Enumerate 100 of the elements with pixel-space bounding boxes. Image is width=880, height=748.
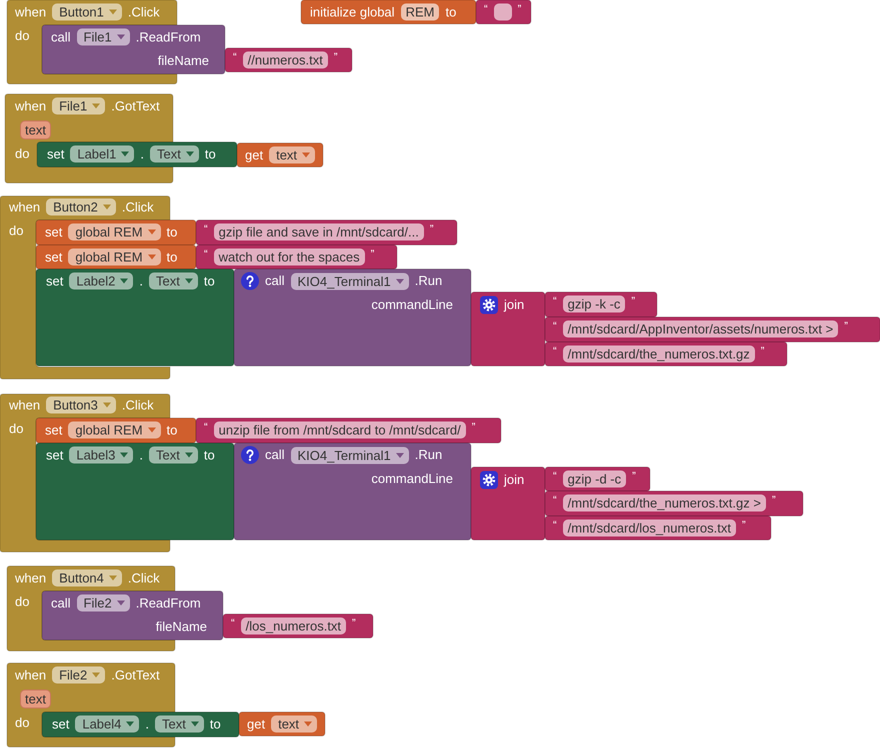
quote-mark: ” xyxy=(844,322,848,332)
quote-mark: ” xyxy=(472,422,476,434)
text-string-block xyxy=(223,614,373,638)
dot-label: . xyxy=(140,146,144,162)
text-string-block xyxy=(196,418,501,443)
keyword-label: when xyxy=(15,570,46,586)
variable-setter-block xyxy=(36,220,196,245)
text-field: /mnt/sdcard/the_numeros.txt.gz > xyxy=(562,494,766,512)
method-name-label: .Click xyxy=(128,4,160,20)
variable-init-block xyxy=(301,0,476,24)
keyword-label: do xyxy=(15,146,30,162)
keyword-label: to xyxy=(204,273,215,289)
keyword-label: join xyxy=(504,472,524,488)
keyword-label: to xyxy=(210,716,221,732)
text-field: unzip file from /mnt/sdcard to /mnt/sdcard/ xyxy=(214,422,466,438)
component-dropdown: Label1 xyxy=(70,146,134,162)
quote-mark: “ xyxy=(553,322,557,332)
keyword-label: set xyxy=(45,422,62,438)
variable-getter-block xyxy=(239,712,325,736)
keyword-label: do xyxy=(9,223,24,239)
keyword-label: get xyxy=(247,716,266,732)
text-string-block xyxy=(196,220,457,245)
text-field: gzip -d -c xyxy=(562,470,626,488)
quote-mark: “ xyxy=(233,52,237,64)
keyword-label: call xyxy=(265,447,285,463)
variable-getter-block xyxy=(237,143,323,167)
variable-dropdown: global REM xyxy=(68,224,161,240)
text-join-block xyxy=(471,467,545,540)
text-string-block xyxy=(545,467,650,491)
quote-mark: ” xyxy=(518,4,522,16)
parameter-label: fileName xyxy=(156,619,207,635)
property-dropdown: Text xyxy=(155,716,204,732)
text-field: /mnt/sdcard/los_numeros.txt xyxy=(562,520,736,536)
quote-mark: ” xyxy=(760,346,764,358)
method-name-label: .Run xyxy=(414,447,442,463)
quote-mark: “ xyxy=(553,520,557,532)
keyword-label: call xyxy=(265,273,285,289)
quote-mark: ” xyxy=(742,520,746,532)
quote-mark: “ xyxy=(553,346,557,358)
keyword-label: call xyxy=(51,595,71,611)
variable-dropdown: text xyxy=(269,146,316,164)
parameter-label: commandLine xyxy=(371,297,453,313)
keyword-label: call xyxy=(51,29,71,45)
component-dropdown: KIO4_Terminal1 xyxy=(290,446,409,464)
method-name-label: .GotText xyxy=(111,98,160,114)
variable-dropdown: global REM xyxy=(68,248,161,266)
property-setter-block xyxy=(36,443,234,540)
keyword-label: do xyxy=(9,421,24,437)
keyword-label: set xyxy=(47,146,64,162)
quote-mark: “ xyxy=(231,618,235,630)
keyword-label: when xyxy=(15,667,46,683)
keyword-label: to xyxy=(166,249,178,265)
keyword-label: to xyxy=(166,224,178,240)
quote-mark: ” xyxy=(772,496,776,506)
quote-mark: “ xyxy=(204,224,208,236)
variable-setter-block xyxy=(36,418,196,443)
quote-mark: ” xyxy=(370,250,374,260)
component-dropdown: File1 xyxy=(76,28,130,46)
text-string-block xyxy=(545,292,657,317)
keyword-label: when xyxy=(9,199,40,215)
quote-mark: ” xyxy=(352,618,356,630)
method-name-label: .ReadFrom xyxy=(136,595,201,611)
keyword-label: do xyxy=(15,28,30,44)
quote-mark: ” xyxy=(334,52,338,64)
text-field: /mnt/sdcard/AppInventor/assets/numeros.txt > xyxy=(562,320,838,338)
quote-mark: “ xyxy=(204,250,208,260)
quote-mark: “ xyxy=(553,472,557,482)
variable-setter-block xyxy=(36,245,196,269)
quote-mark: “ xyxy=(204,422,208,434)
text-string-block xyxy=(196,245,397,269)
method-name-label: .GotText xyxy=(111,667,160,683)
quote-mark: ” xyxy=(430,224,434,236)
keyword-label: set xyxy=(46,447,64,463)
dot-label: . xyxy=(139,447,144,463)
text-string-block xyxy=(225,48,352,72)
keyword-label: to xyxy=(204,146,216,162)
event-parameter-tag: text xyxy=(20,690,51,708)
text-field: //numeros.txt xyxy=(242,52,328,68)
text-field: /los_numeros.txt xyxy=(240,618,346,634)
keyword-label: when xyxy=(9,397,40,413)
keyword-label: to xyxy=(204,447,215,463)
text-field: gzip file and save in /mnt/sdcard/... xyxy=(214,224,424,240)
keyword-label: to xyxy=(166,422,178,438)
method-call-block xyxy=(42,591,223,640)
method-name-label: .Run xyxy=(414,273,442,289)
variable-name-field: REM xyxy=(400,4,440,20)
keyword-label: get xyxy=(245,147,264,163)
parameter-label: fileName xyxy=(158,53,209,69)
property-dropdown: Text xyxy=(150,146,199,162)
keyword-label: set xyxy=(46,273,64,289)
quote-mark: “ xyxy=(484,4,488,16)
component-dropdown: File2 xyxy=(76,594,130,612)
property-setter-block xyxy=(42,712,239,737)
property-dropdown: Text xyxy=(149,446,198,464)
variable-dropdown: text xyxy=(271,716,318,732)
component-dropdown: Button3 xyxy=(46,396,116,414)
text-string-block xyxy=(545,317,880,342)
component-dropdown: Button1 xyxy=(52,4,122,20)
component-dropdown: File1 xyxy=(52,98,106,114)
quote-mark: ” xyxy=(632,472,636,482)
